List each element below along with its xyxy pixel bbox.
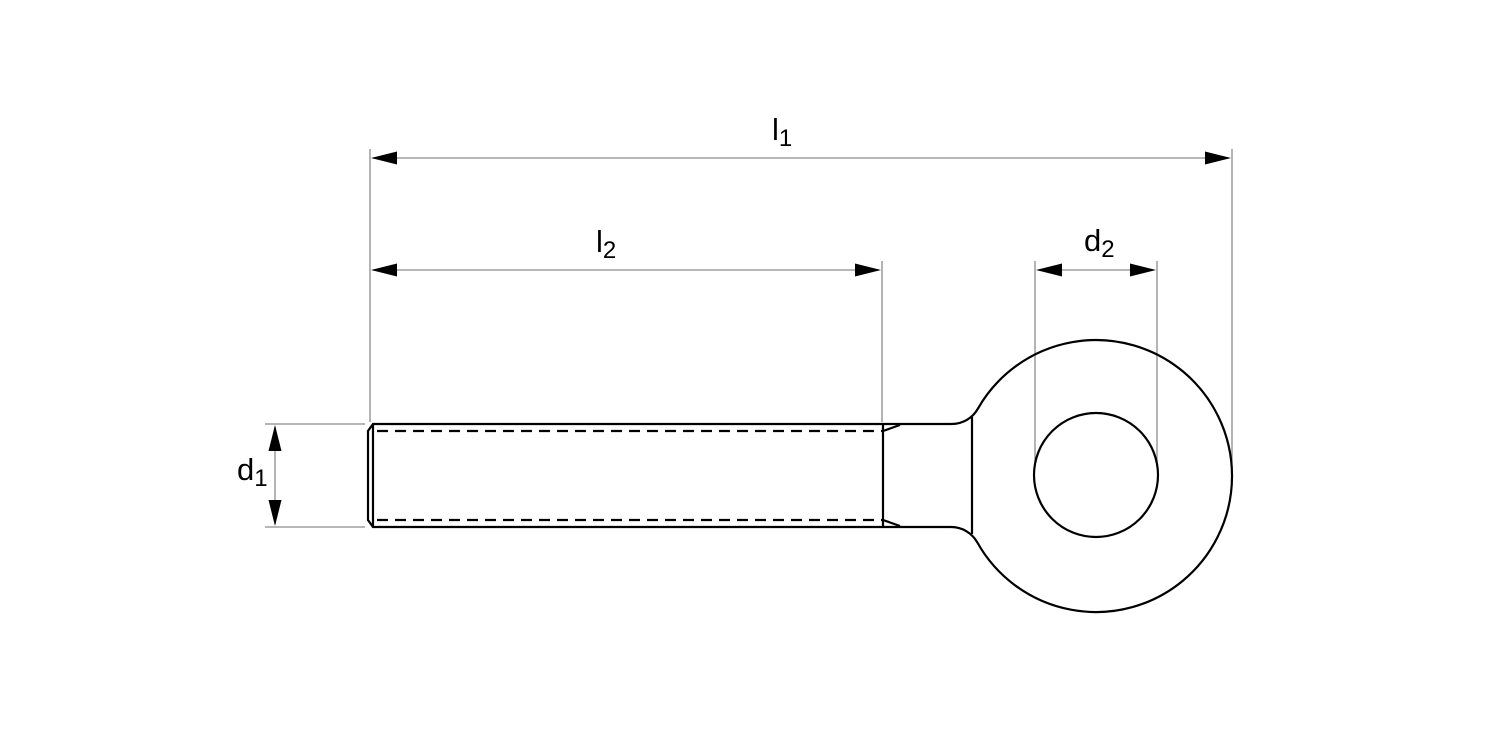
label-l1-base: l [772, 112, 779, 147]
label-l2-subscript: 2 [603, 237, 616, 264]
extension-lines [265, 149, 1233, 528]
label-d2-base: d [1084, 223, 1101, 258]
label-l1-subscript: 1 [779, 125, 792, 152]
label-l2-base: l [596, 224, 603, 259]
d2-arrowhead-right [1130, 263, 1156, 277]
label-l1: l1 [772, 112, 792, 152]
bolt-outline [366, 338, 1234, 614]
bolt-body [366, 338, 1234, 614]
dimension-labels: l1 l2 d2 d1 [237, 112, 1115, 492]
d2-arrowhead-left [1036, 263, 1062, 277]
label-d1: d1 [237, 452, 268, 492]
label-d2: d2 [1084, 223, 1115, 263]
l1-arrowhead-left [371, 151, 397, 165]
d1-arrowhead-down [268, 500, 282, 526]
dimension-lines [268, 151, 1231, 526]
thread-runout-bottom [882, 518, 901, 528]
l2-arrowhead-right [855, 263, 881, 277]
label-l2: l2 [596, 224, 616, 264]
label-d2-subscript: 2 [1101, 236, 1114, 263]
thread-runout-top [882, 423, 901, 433]
l2-arrowhead-left [371, 263, 397, 277]
eye-hole-circle [1032, 411, 1160, 539]
d1-arrowhead-up [268, 425, 282, 451]
l1-arrowhead-right [1205, 151, 1231, 165]
label-d1-base: d [237, 452, 254, 487]
label-d1-subscript: 1 [254, 465, 267, 492]
